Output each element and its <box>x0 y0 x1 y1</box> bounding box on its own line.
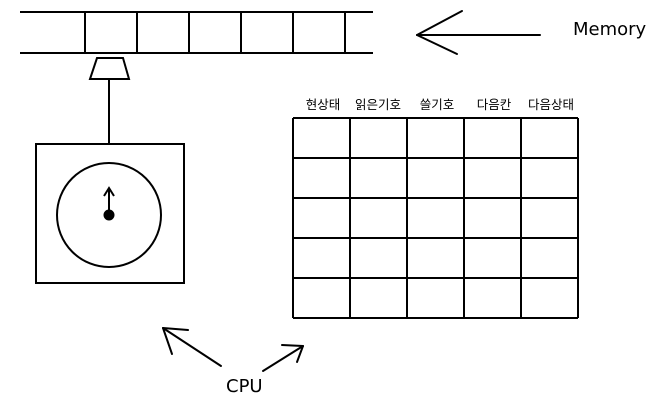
cpu-arrow-right <box>262 344 304 372</box>
cpu-frame <box>35 143 185 284</box>
memory-label: Memory <box>573 19 647 40</box>
header-next-state: 다음상태 <box>527 97 574 112</box>
head-trapezoid <box>88 57 131 80</box>
dial-needle-tip <box>103 186 115 197</box>
read-write-head <box>88 57 131 143</box>
memory-arrow <box>416 10 541 55</box>
dial-pivot <box>103 209 115 221</box>
header-current-state: 현상태 <box>305 97 341 112</box>
header-write-symbol: 쓸기호 <box>419 97 455 112</box>
state-dial <box>56 162 162 268</box>
memory-tape <box>20 11 373 54</box>
cpu-label: CPU <box>226 376 263 397</box>
header-next-move: 다음칸 <box>476 97 512 112</box>
header-read-symbol: 읽은기호 <box>354 97 401 112</box>
rule-table-grid <box>292 117 579 319</box>
cpu-arrow-left <box>162 327 222 367</box>
tape-cell-dividers <box>84 12 346 53</box>
cpu-box <box>35 143 185 284</box>
